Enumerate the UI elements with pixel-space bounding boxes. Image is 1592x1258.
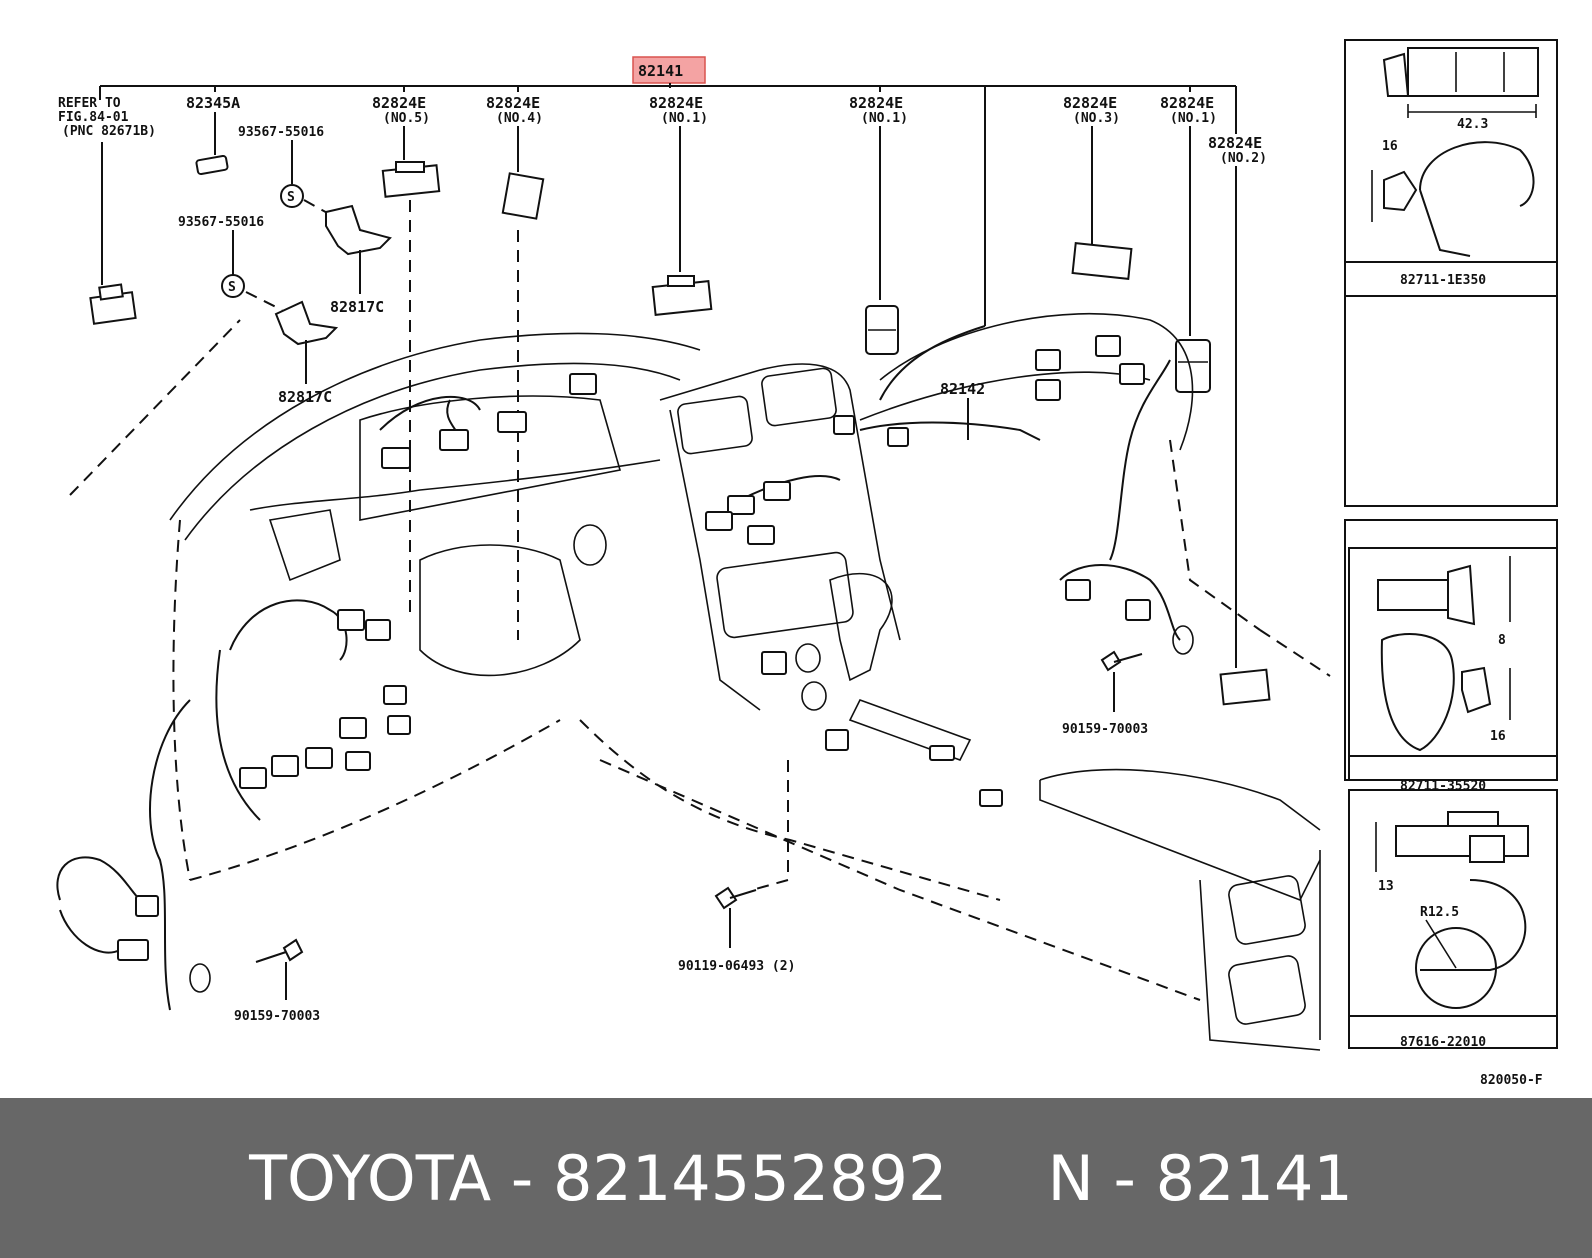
s-symbol-b: S [228, 280, 236, 295]
part-label-82141[interactable]: 82141 [638, 62, 683, 80]
clip-drawing-2 [1377, 556, 1511, 752]
footer-ref: N - 82141 [1047, 1141, 1353, 1215]
connector-icon [89, 283, 137, 325]
footer-bar: TOYOTA - 8214552892 N - 82141 [0, 1098, 1592, 1258]
clip-drawing-3 [1375, 811, 1529, 1009]
label-no1-a: (NO.1) [661, 111, 708, 126]
dashboard-outline [56, 312, 1331, 1051]
connector-icon [1219, 668, 1271, 706]
panel1-dim-a: 42.3 [1457, 117, 1488, 132]
part-label-82824e-no5[interactable]: 82824E [372, 94, 426, 112]
bolt-icon [1100, 650, 1143, 672]
footer-brand-part: TOYOTA - 8214552892 [249, 1141, 948, 1215]
small-connectors [117, 335, 1194, 993]
bolt-icon [255, 938, 304, 963]
part-label-93567-a[interactable]: 93567-55016 [238, 125, 324, 140]
parts-diagram: 82141 REFER TO FIG.84-01 (PNC 82671B) 82… [56, 39, 1558, 1088]
label-no4: (NO.4) [496, 111, 543, 126]
part-label-90119[interactable]: 90119-06493 (2) [678, 959, 795, 974]
clip-icon [195, 154, 229, 176]
part-label-93567-b[interactable]: 93567-55016 [178, 215, 264, 230]
part-label-82824e-no1-c[interactable]: 82824E [1160, 94, 1214, 112]
part-label-82824e-no4[interactable]: 82824E [486, 94, 540, 112]
label-no2: (NO.2) [1220, 151, 1267, 166]
refer-line2: FIG.84-01 [58, 110, 129, 125]
part-label-82824e-no2[interactable]: 82824E [1208, 134, 1262, 152]
diagram-id: 820050-F [1480, 1073, 1543, 1088]
part-label-82345a[interactable]: 82345A [186, 94, 240, 112]
panel3-dim-a: 13 [1378, 879, 1394, 894]
bracket-icon [274, 300, 339, 346]
s-symbol-a: S [287, 190, 295, 205]
part-label-82824e-no3[interactable]: 82824E [1063, 94, 1117, 112]
panel2-dim-a: 8 [1498, 633, 1506, 648]
panel3-part-label[interactable]: 87616-22010 [1400, 1035, 1486, 1050]
connector-icon [1071, 242, 1133, 280]
panel1-part-label[interactable]: 82711-1E350 [1400, 273, 1486, 288]
panel2-part-label[interactable]: 82711-35520 [1400, 779, 1486, 794]
clip-drawing-1 [1371, 47, 1539, 257]
refer-line1: REFER TO [58, 96, 121, 111]
refer-line3: (PNC 82671B) [62, 124, 156, 139]
connector-icon [381, 161, 441, 198]
panel1-dim-b: 16 [1382, 139, 1398, 154]
label-no3: (NO.3) [1073, 111, 1120, 126]
part-label-82142[interactable]: 82142 [940, 380, 985, 398]
panel3-dim-b: R12.5 [1420, 905, 1459, 920]
part-label-82824e-no1-b[interactable]: 82824E [849, 94, 903, 112]
bolt-icon [714, 886, 757, 910]
connector-icon [501, 172, 545, 220]
connector-icon [865, 305, 899, 355]
bracket-icon [325, 204, 392, 256]
part-label-90159-a[interactable]: 90159-70003 [1062, 722, 1148, 737]
panel2-dim-b: 16 [1490, 729, 1506, 744]
part-label-82824e-no1-a[interactable]: 82824E [649, 94, 703, 112]
part-label-82817c-a[interactable]: 82817C [330, 298, 384, 316]
connector-icon [651, 275, 713, 316]
part-label-90159-b[interactable]: 90159-70003 [234, 1009, 320, 1024]
label-no5: (NO.5) [383, 111, 430, 126]
label-no1-b: (NO.1) [861, 111, 908, 126]
label-no1-c: (NO.1) [1170, 111, 1217, 126]
